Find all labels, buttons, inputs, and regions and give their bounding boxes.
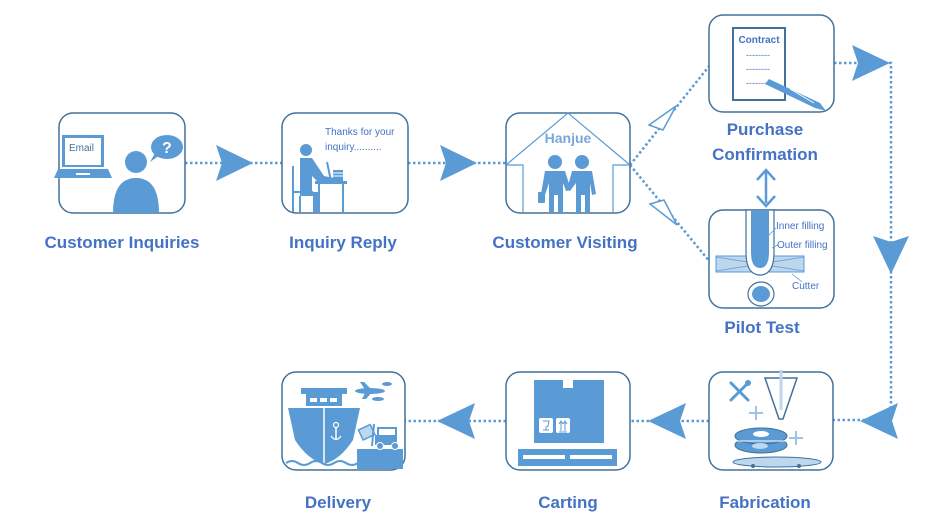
contract-title: Contract	[738, 35, 780, 46]
tools-icon	[729, 380, 751, 402]
question-bubble-icon: ?	[150, 135, 183, 162]
cardboard-box-icon	[534, 380, 604, 443]
label-inquiry-reply: Inquiry Reply	[289, 233, 397, 252]
hanjue-text: Hanjue	[545, 130, 592, 146]
reply-text-line2: inquiry..........	[325, 142, 382, 153]
label-carting: Carting	[538, 493, 598, 512]
email-text: Email	[69, 143, 94, 154]
arrowhead-right-1	[216, 145, 253, 181]
ship-icon	[285, 388, 360, 466]
plus-icon	[749, 406, 803, 445]
encrusting-nozzle-icon	[715, 209, 805, 307]
reply-text-line1: Thanks for your	[325, 127, 395, 138]
label-delivery: Delivery	[304, 493, 372, 512]
label-pilot-test: Pilot Test	[724, 318, 800, 337]
connector-visiting-to-purchase	[629, 64, 711, 166]
step-purchase-confirmation[interactable]: Contract -------- -------- --------	[708, 14, 835, 113]
contract-line: --------	[746, 64, 770, 74]
contract-line: --------	[746, 78, 770, 88]
connector-purchase-to-fabrication	[833, 61, 893, 422]
handshake-people-icon	[538, 155, 596, 212]
label-fabrication: Fabrication	[719, 493, 811, 512]
person-at-desk-icon	[292, 144, 347, 212]
arrowhead-left-3	[437, 403, 475, 439]
pallet-icon	[518, 449, 617, 466]
arrowhead-right-3	[852, 45, 890, 81]
step-customer-inquiries[interactable]: Email ?	[54, 112, 186, 214]
svg-text:?: ?	[162, 140, 172, 157]
bidirectional-arrow	[756, 168, 776, 208]
forklift-icon	[357, 423, 403, 469]
step-inquiry-reply[interactable]: Thanks for your inquiry..........	[281, 112, 409, 214]
person-icon	[113, 151, 159, 213]
step-customer-visiting[interactable]: Hanjue	[505, 112, 631, 214]
label-purchase-line2: Confirmation	[712, 145, 818, 164]
contract-line: --------	[746, 50, 770, 60]
arrowhead-diagonal-up	[647, 105, 677, 131]
arrowhead-left-1	[860, 403, 898, 439]
label-customer-inquiries: Customer Inquiries	[44, 233, 200, 252]
hopper-icon	[763, 370, 799, 420]
cutter-label: Cutter	[792, 281, 820, 292]
label-purchase-line1: Purchase	[726, 120, 804, 139]
label-purchase-confirmation: Purchase Confirmation	[680, 117, 850, 167]
step-pilot-test[interactable]: Inner filling Outer filling Cutter	[708, 209, 835, 309]
pen-icon	[765, 79, 826, 111]
inner-filling-label: Inner filling	[776, 221, 824, 232]
arrowhead-right-2	[440, 145, 477, 181]
step-delivery[interactable]	[281, 371, 406, 471]
connector-visiting-to-pilot	[629, 164, 711, 263]
step-carting[interactable]	[505, 371, 631, 471]
label-customer-visiting: Customer Visiting	[492, 233, 638, 252]
arrowhead-down	[873, 236, 909, 274]
arrowhead-diagonal-down	[648, 199, 678, 226]
house-outline-icon	[505, 112, 631, 213]
disc-stack-icon	[734, 427, 788, 454]
airplane-icon	[355, 382, 392, 401]
outer-filling-label: Outer filling	[777, 240, 828, 251]
conveyor-icon	[732, 456, 822, 468]
laptop-icon	[54, 135, 112, 178]
step-fabrication[interactable]	[708, 370, 834, 471]
arrowhead-left-2	[648, 403, 686, 439]
